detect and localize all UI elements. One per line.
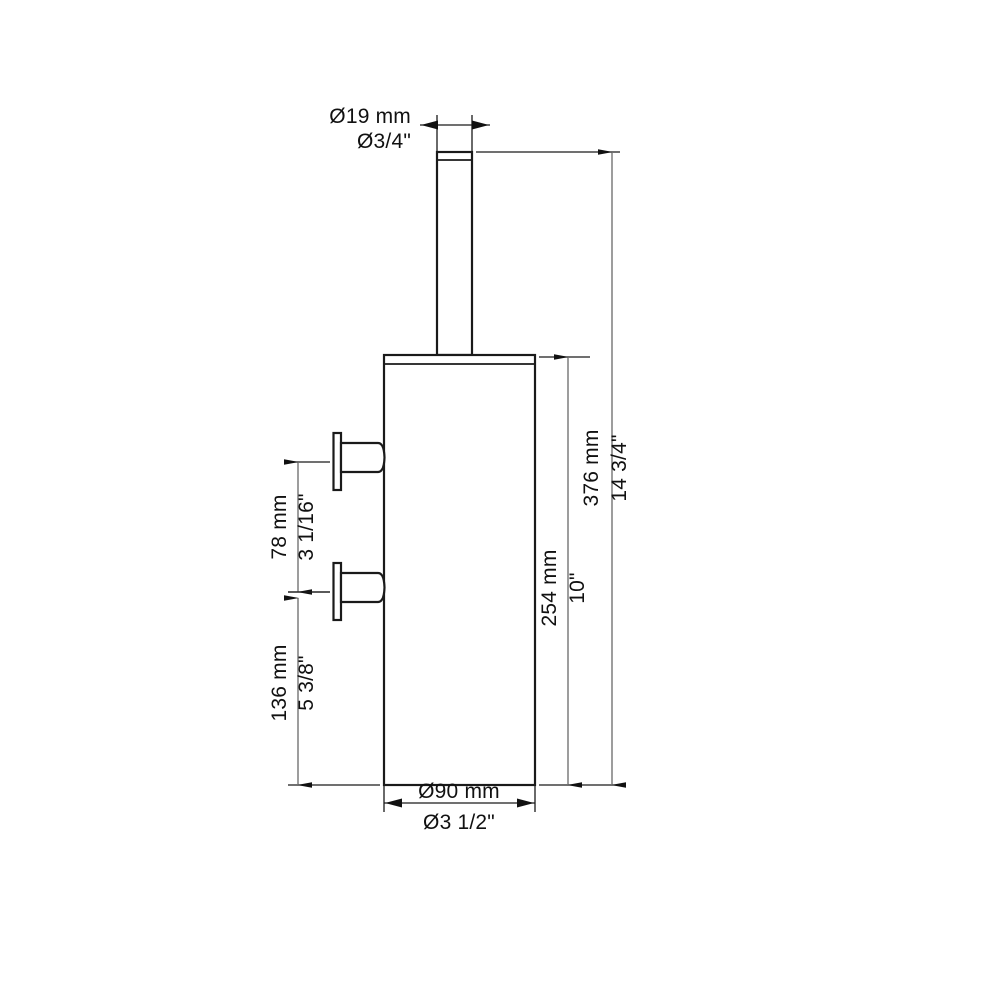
dimension-label-overall-height-metric: 376 mm bbox=[580, 429, 603, 506]
brush-handle-rod bbox=[435, 150, 474, 357]
upper-wall-bracket bbox=[332, 431, 386, 492]
dimension-label-handle-diameter-imperial: Ø3/4" bbox=[357, 130, 411, 153]
dimension-label-bracket-spacing-imperial: 3 1/16" bbox=[295, 493, 318, 560]
dimension-label-lower-bracket-imperial: 5 3/8" bbox=[295, 655, 318, 710]
dimension-handle-diameter: Ø19 mm Ø3/4" bbox=[329, 105, 490, 153]
dimension-lower-bracket-to-base: 136 mm 5 3/8" bbox=[268, 591, 380, 788]
dimension-bracket-spacing: 78 mm 3 1/16" bbox=[268, 459, 330, 595]
dimension-label-container-diameter-imperial: Ø3 1/2" bbox=[423, 811, 495, 834]
dimension-label-container-diameter-metric: Ø90 mm bbox=[418, 780, 500, 803]
dimension-container-diameter: Ø90 mm Ø3 1/2" bbox=[383, 780, 536, 834]
dimension-label-handle-diameter-metric: Ø19 mm bbox=[329, 105, 411, 128]
brush-container-body bbox=[382, 353, 537, 787]
dimension-label-overall-height-imperial: 14 3/4" bbox=[608, 434, 631, 501]
dimension-overall-height: 376 mm 14 3/4" bbox=[476, 149, 631, 788]
dimension-label-container-height-metric: 254 mm bbox=[538, 549, 561, 626]
dimension-label-lower-bracket-metric: 136 mm bbox=[268, 644, 291, 721]
dimension-label-bracket-spacing-metric: 78 mm bbox=[268, 494, 291, 559]
lower-wall-bracket bbox=[332, 561, 386, 622]
dimension-label-container-height-imperial: 10" bbox=[566, 572, 589, 603]
dimension-container-height: 254 mm 10" bbox=[538, 354, 590, 788]
